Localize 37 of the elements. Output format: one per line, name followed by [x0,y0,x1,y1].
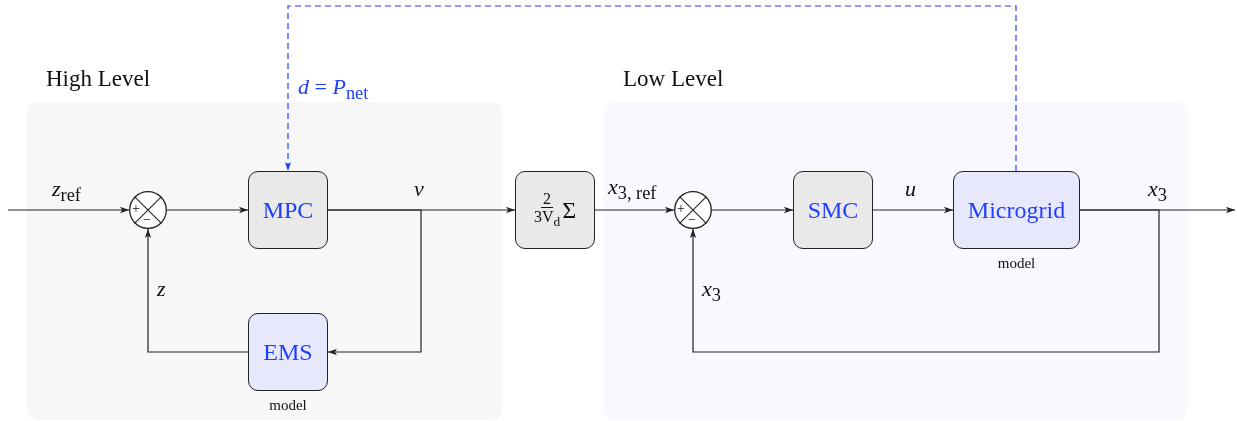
block-label: SMC [807,196,859,224]
fraction-denominator: 3V$_{d}$ [533,208,561,231]
summing-junction [129,191,167,229]
section-heading: High Level [46,66,151,92]
arrow [711,206,794,214]
arrow [7,206,130,214]
signal-label: x$_{3, ref}$ [608,176,657,203]
minus-sign: − [143,213,151,227]
signal-label: x$_{3}$ [1148,178,1167,205]
dashed-arrow [284,5,1017,172]
signal-label: z [157,278,166,300]
minus-sign: − [688,213,696,227]
caption-text: model [996,255,1037,272]
arrow [166,206,249,214]
arrow [689,209,1160,353]
gain-box [515,171,595,249]
block-label: MPC [262,196,314,224]
block-box [793,171,873,249]
caption-text: model [268,397,308,414]
signal-label: u [905,178,916,200]
block-label: EMS [263,338,313,366]
sum-symbol: Σ [562,196,577,224]
signal-label: z$_{ref}$ [52,178,81,205]
arrow [594,206,675,214]
section-heading: Low Level [623,66,724,92]
plus-sign: + [677,202,685,216]
arrow [872,206,954,214]
arrow [144,228,249,353]
block-label: Microgrid [967,196,1066,224]
signal-label: d = P$_{net}$ [298,76,369,103]
plus-sign: + [132,202,140,216]
fraction-numerator: 2 [541,189,553,209]
signal-label: x$_{3}$ [702,278,721,305]
block-box [248,171,328,249]
signal-label: v [414,178,424,200]
arrow [327,209,422,356]
summing-junction [674,191,712,229]
